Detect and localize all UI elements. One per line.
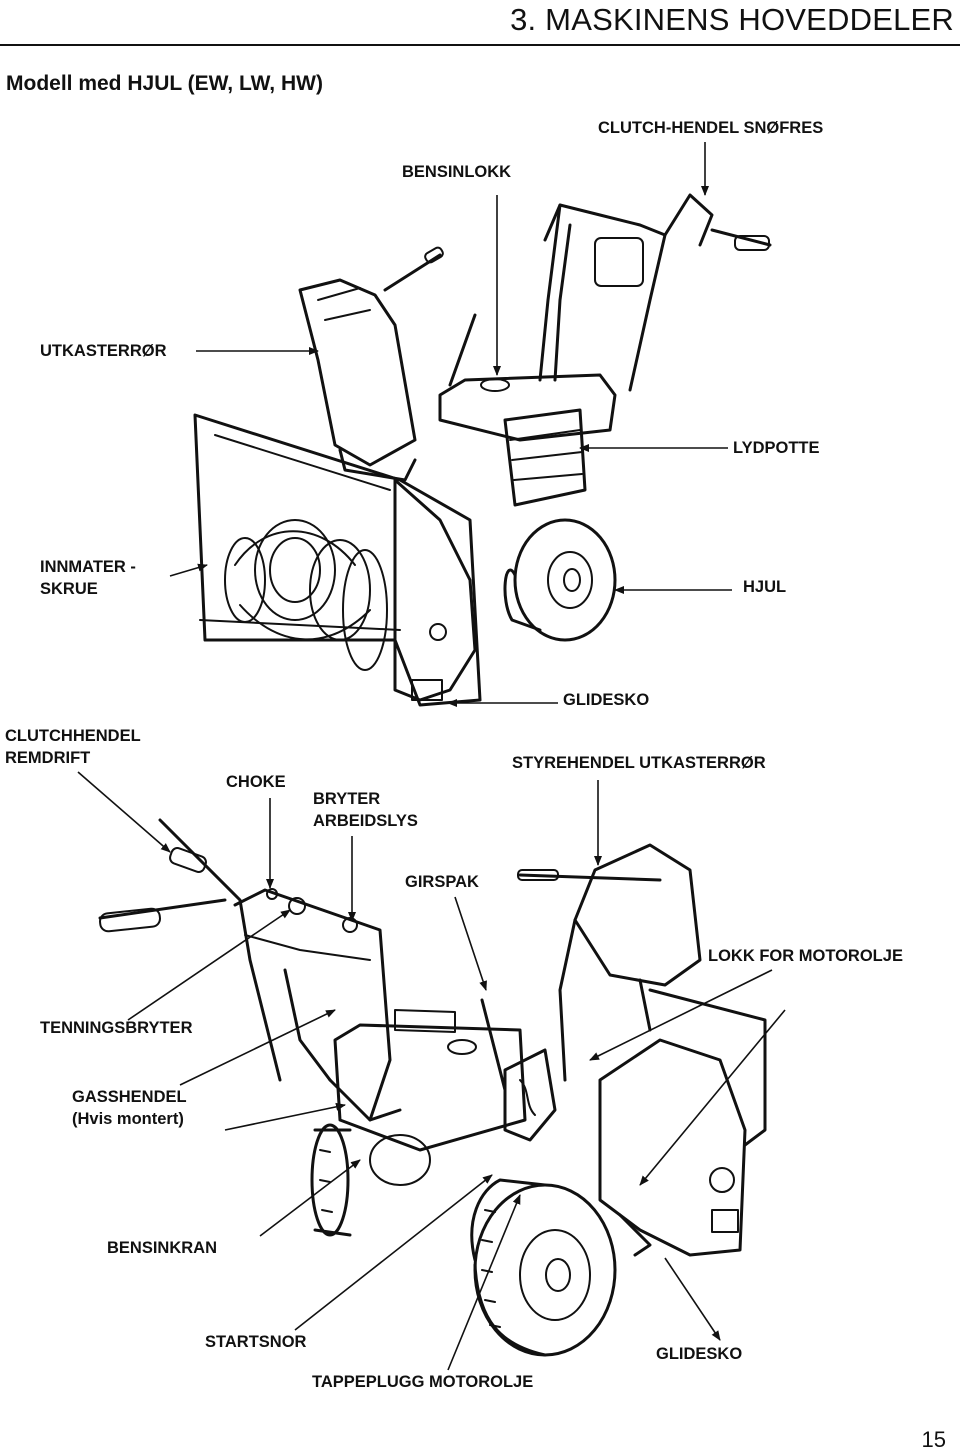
snow-blower-front-illustration — [193, 193, 772, 707]
label-bryter-line2: ARBEIDSLYS — [313, 812, 418, 830]
label-gasshendel-line1: GASSHENDEL — [72, 1088, 187, 1106]
label-bensinkran: BENSINKRAN — [107, 1239, 218, 1257]
page-number: 15 — [921, 1427, 946, 1452]
label-clutchhendel-line2: REMDRIFT — [5, 749, 91, 767]
label-bensinlokk: BENSINLOKK — [402, 163, 512, 181]
label-tappeplugg: TAPPEPLUGG MOTOROLJE — [312, 1373, 534, 1391]
label-clutchhendel-line1: CLUTCHHENDEL — [5, 727, 141, 745]
label-choke: CHOKE — [226, 773, 286, 791]
snow-blower-rear-illustration — [98, 818, 767, 1357]
label-lydpotte: LYDPOTTE — [733, 439, 820, 457]
label-startsnor: STARTSNOR — [205, 1333, 307, 1351]
label-glidesko-bottom: GLIDESKO — [656, 1345, 743, 1363]
label-girspak: GIRSPAK — [405, 873, 479, 891]
model-subtitle: Modell med HJUL (EW, LW, HW) — [6, 72, 323, 95]
label-innmater-line2: SKRUE — [40, 580, 98, 598]
label-styrehendel: STYREHENDEL UTKASTERRØR — [512, 754, 766, 772]
label-bryter-line1: BRYTER — [313, 790, 381, 808]
label-gasshendel-line2: (Hvis montert) — [72, 1110, 184, 1128]
page-title: 3. MASKINENS HOVEDDELER — [510, 2, 954, 37]
label-utkasterror: UTKASTERRØR — [40, 342, 167, 360]
top-leader-lines — [169, 142, 732, 707]
label-clutch-hendel-snofres: CLUTCH-HENDEL SNØFRES — [598, 119, 824, 137]
label-hjul: HJUL — [743, 578, 787, 596]
title-rule — [0, 44, 960, 46]
label-tenningsbryter: TENNINGSBRYTER — [40, 1019, 193, 1037]
bottom-leader-lines — [77, 771, 786, 1371]
label-glidesko-top: GLIDESKO — [563, 691, 650, 709]
label-lokk-motorolje: LOKK FOR MOTOROLJE — [708, 947, 903, 965]
label-innmater-line1: INNMATER - — [40, 558, 136, 576]
